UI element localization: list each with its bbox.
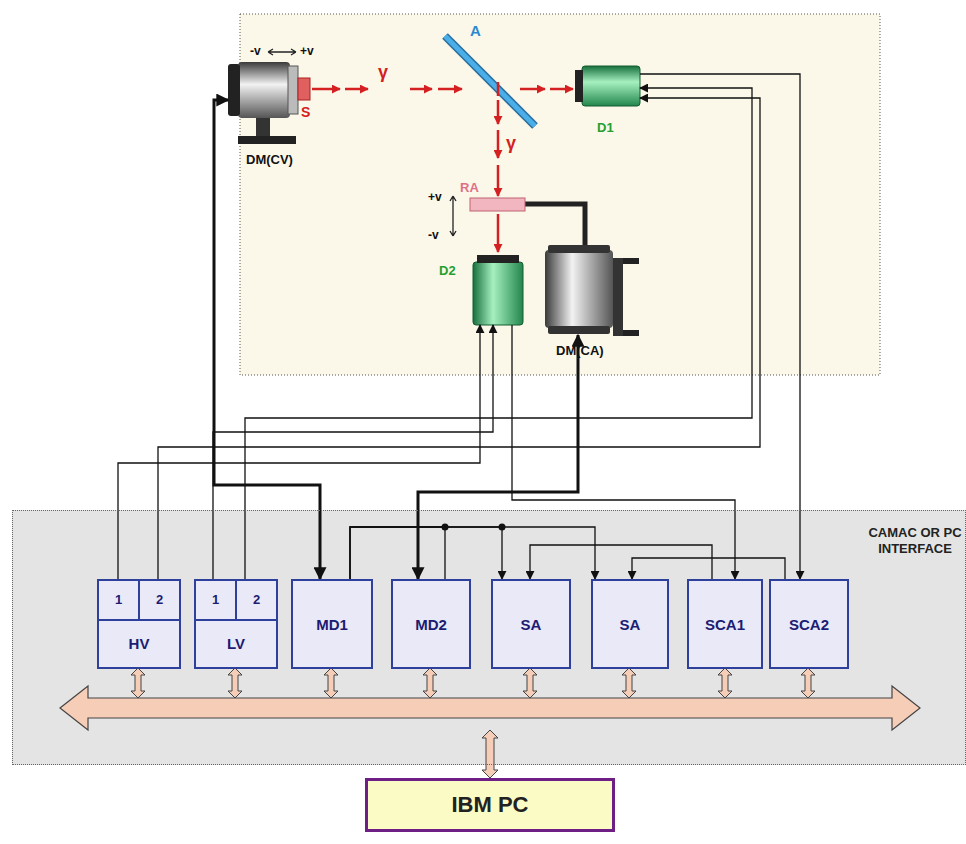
module-name: LV xyxy=(227,635,245,652)
part-label: +v xyxy=(428,190,442,204)
part-label: γ xyxy=(378,62,388,83)
signal-wire xyxy=(530,545,712,579)
drive-rod xyxy=(525,204,585,245)
bus-link xyxy=(131,668,815,778)
channel-row: 12 xyxy=(99,581,179,621)
drive-cable xyxy=(214,100,320,579)
part-label: DM(CA) xyxy=(556,343,604,358)
computer-name: IBM PC xyxy=(452,792,529,818)
computer-box: IBM PC xyxy=(365,778,615,832)
module-name: SCA1 xyxy=(705,616,745,633)
electronics-module: MD2 xyxy=(391,579,471,669)
signal-wire xyxy=(350,527,445,579)
signal-wire xyxy=(213,325,493,579)
channel-cell: 1 xyxy=(196,581,235,619)
signal-wire xyxy=(118,325,480,579)
module-foot: HV xyxy=(99,621,179,667)
channel-number: 1 xyxy=(115,592,122,607)
electronics-module: MD1 xyxy=(291,579,373,669)
detector-drawing xyxy=(575,66,640,106)
part-label: -v xyxy=(428,228,439,242)
interface-crate: CAMAC OR PC INTERFACE12HV12LVMD1MD2SASAS… xyxy=(12,510,966,765)
channel-cell: 2 xyxy=(235,581,276,619)
channel-number: 2 xyxy=(253,592,260,607)
absorber-motor xyxy=(545,245,639,336)
electronics-module: SCA1 xyxy=(687,579,763,669)
channel-cell: 1 xyxy=(99,581,138,619)
channel-number: 1 xyxy=(212,592,219,607)
part-label: -v xyxy=(250,44,261,58)
drive-motor: DM(CA) xyxy=(540,245,640,335)
setup-panel xyxy=(240,14,880,375)
electronics-module: SA xyxy=(491,579,571,669)
interface-title: CAMAC OR PC INTERFACE xyxy=(865,525,965,557)
power-supply-module: 12LV xyxy=(194,579,278,669)
resonant-absorber xyxy=(470,198,525,211)
signal-wire xyxy=(640,74,800,579)
motion-arrow xyxy=(450,196,456,236)
detector-drawing xyxy=(473,255,523,325)
detector: D1 xyxy=(575,66,640,106)
part-label: S xyxy=(301,104,310,120)
gamma-beam xyxy=(312,89,573,252)
channel-cell: 2 xyxy=(138,581,179,619)
module-name: HV xyxy=(129,635,150,652)
part-label: D1 xyxy=(597,120,614,135)
module-name: SA xyxy=(521,616,542,633)
absorber xyxy=(445,36,535,126)
module-foot: LV xyxy=(196,621,276,667)
part-label: RA xyxy=(460,180,479,195)
part-label: γ xyxy=(506,133,516,154)
part-label: DM(CV) xyxy=(246,152,293,167)
interface-ground xyxy=(12,510,966,765)
channel-row: 12 xyxy=(196,581,276,621)
signal-wire xyxy=(632,558,785,579)
velocity-motor xyxy=(228,49,310,144)
signal-wire xyxy=(350,527,595,579)
signal-wire xyxy=(350,527,502,579)
signal-wire xyxy=(158,98,760,579)
source xyxy=(298,78,310,100)
drive-cable xyxy=(418,335,578,579)
electronics-module: SA xyxy=(591,579,669,669)
electronics-module: SCA2 xyxy=(769,579,849,669)
module-name: SA xyxy=(620,616,641,633)
module-name: MD2 xyxy=(415,616,447,633)
data-bus xyxy=(60,686,920,730)
junction-dot xyxy=(499,524,506,531)
detector: D2 xyxy=(473,255,523,325)
part-label: A xyxy=(470,22,481,39)
power-supply-module: 12HV xyxy=(97,579,181,669)
part-label: D2 xyxy=(439,263,456,278)
part-label: +v xyxy=(300,44,314,58)
signal-wire xyxy=(512,325,735,579)
module-name: SCA2 xyxy=(789,616,829,633)
drive-motor: DM(CV) xyxy=(228,62,300,146)
junction-dot xyxy=(442,524,449,531)
channel-number: 2 xyxy=(156,592,163,607)
module-name: MD1 xyxy=(316,616,348,633)
